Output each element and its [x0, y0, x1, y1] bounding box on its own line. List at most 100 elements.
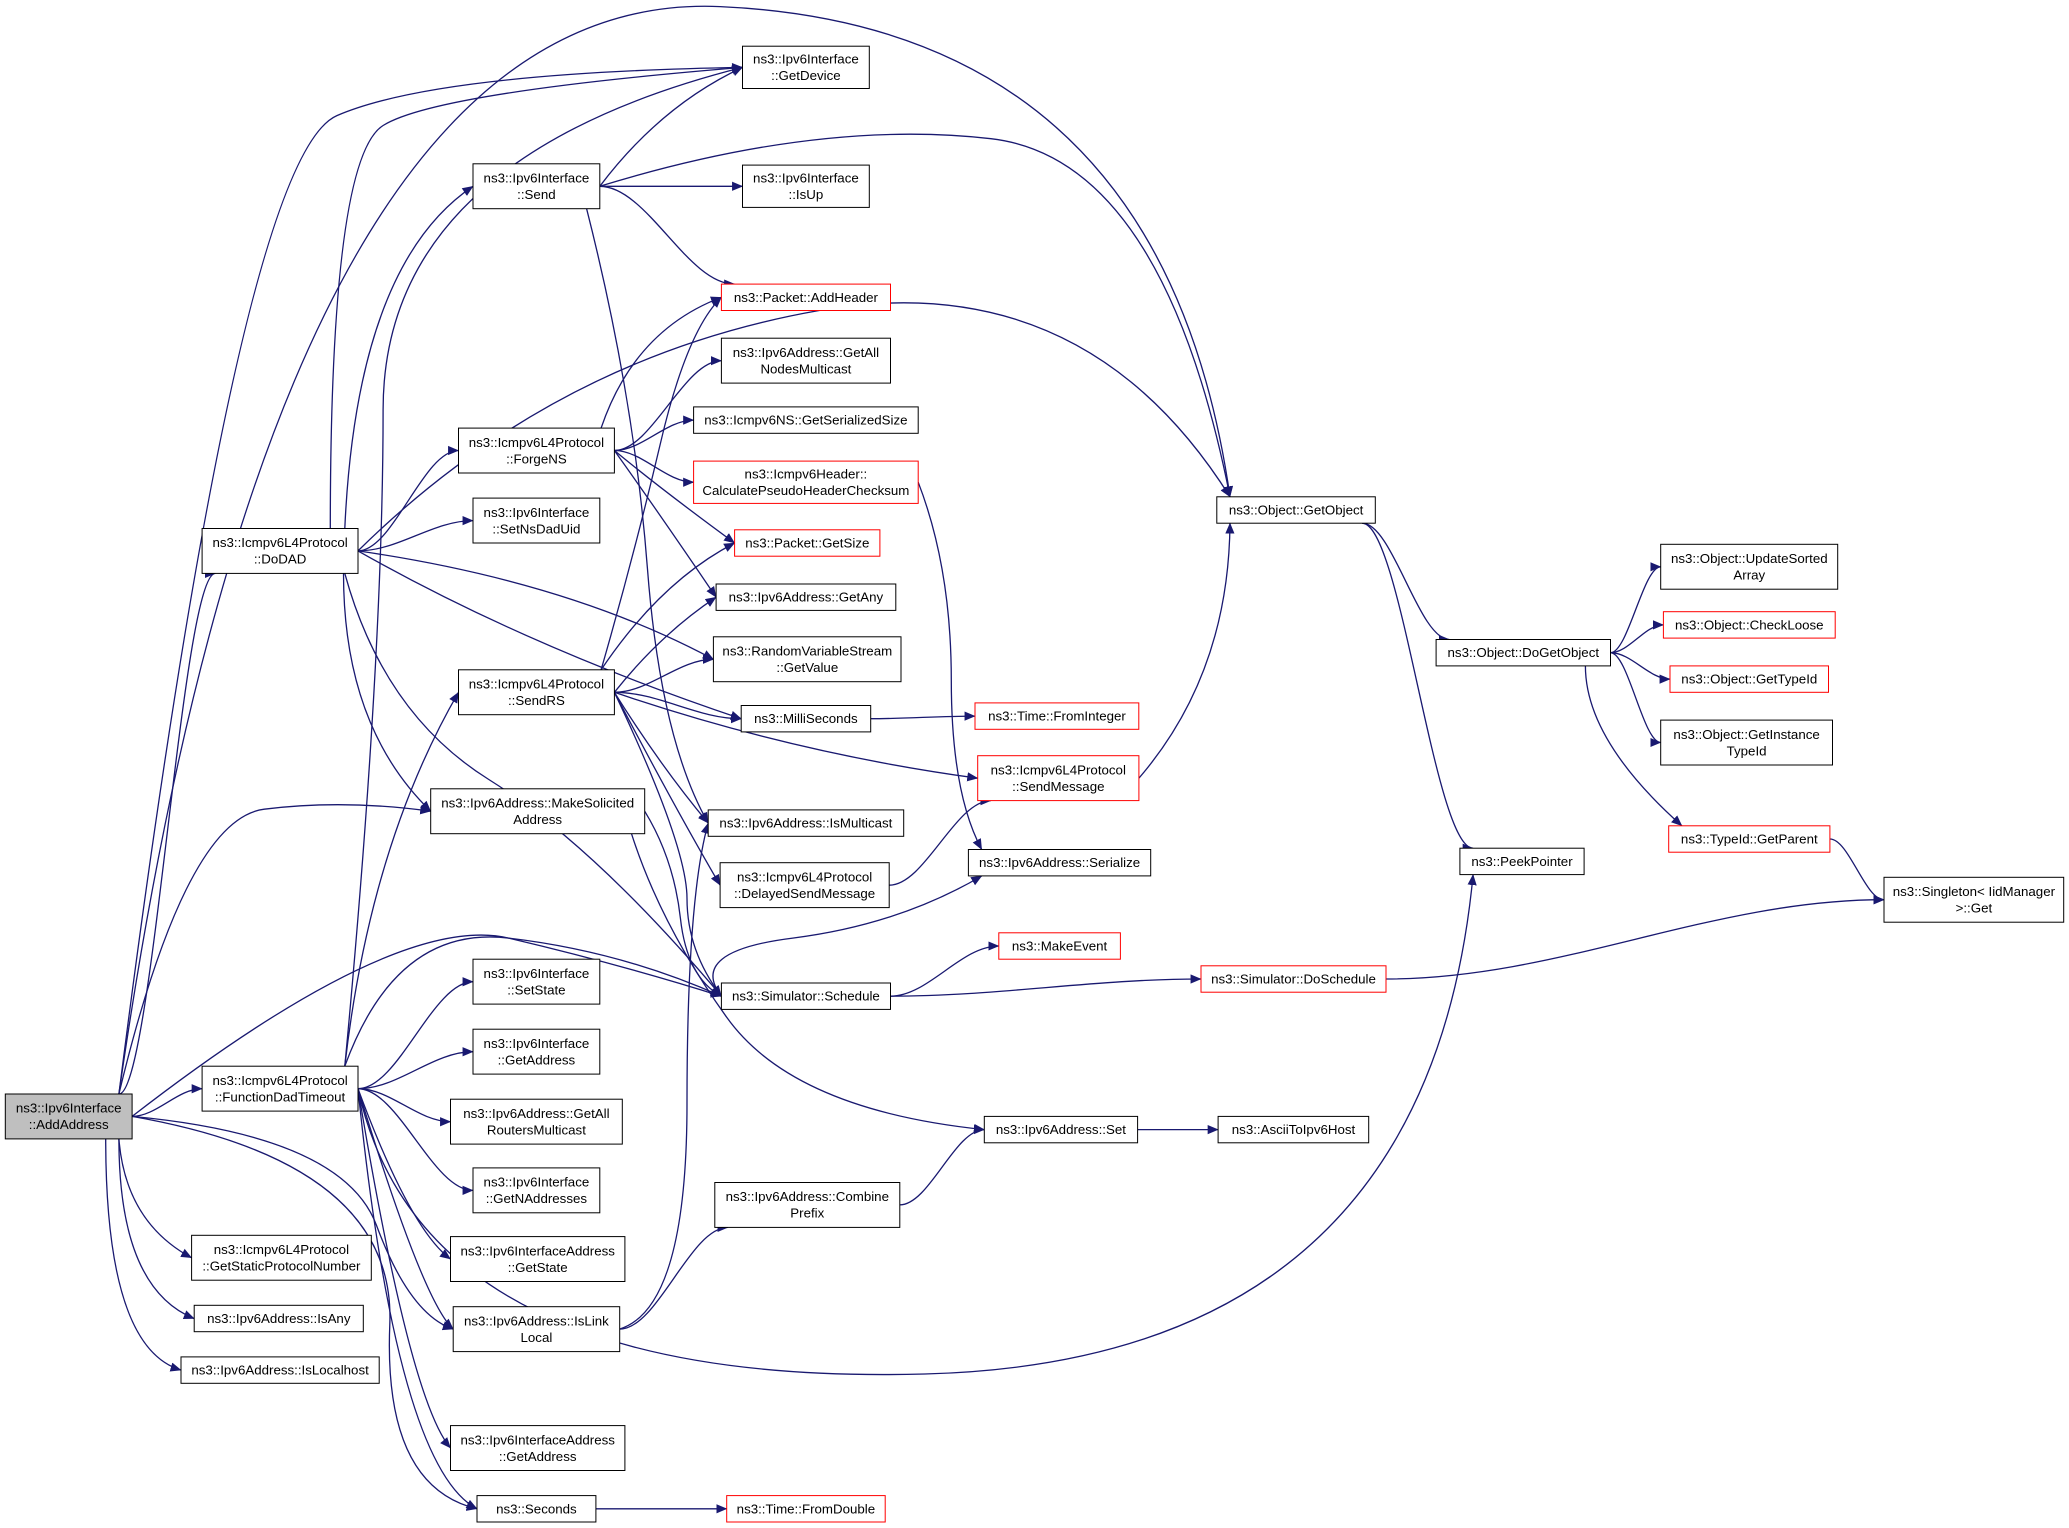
node-box-combineprefix[interactable]: [714, 1182, 901, 1228]
node-box-serialize[interactable]: [967, 849, 1152, 877]
node-box-milliseconds[interactable]: [740, 705, 872, 733]
node-iaddrgetaddress[interactable]: ns3::Ipv6InterfaceAddress::GetAddress: [450, 1425, 626, 1471]
node-box-rvsgetvalue[interactable]: [712, 636, 902, 683]
node-box-addrset[interactable]: [983, 1115, 1139, 1144]
node-fdt[interactable]: ns3::Icmpv6L4Protocol::FunctionDadTimeou…: [201, 1065, 359, 1112]
node-rvsgetvalue[interactable]: ns3::RandomVariableStream::GetValue: [712, 636, 902, 683]
node-box-getobject[interactable]: [1216, 496, 1376, 524]
node-box-getsize[interactable]: [734, 529, 881, 557]
node-getsize[interactable]: ns3::Packet::GetSize: [734, 529, 881, 557]
node-setnsdaduid[interactable]: ns3::Ipv6Interface::SetNsDadUid: [472, 497, 601, 544]
node-box-iaddrgetstate[interactable]: [450, 1236, 626, 1282]
node-dodad[interactable]: ns3::Icmpv6L4Protocol::DoDAD: [201, 528, 359, 574]
node-dogetobject[interactable]: ns3::Object::DoGetObject: [1435, 639, 1611, 667]
node-box-getdevice[interactable]: [742, 45, 870, 89]
node-box-getallrouters[interactable]: [450, 1098, 623, 1145]
node-box-getinstancetypeid[interactable]: [1660, 719, 1833, 766]
node-setstate[interactable]: ns3::Ipv6Interface::SetState: [472, 958, 601, 1005]
node-getnaddresses[interactable]: ns3::Ipv6Interface::GetNAddresses: [472, 1167, 601, 1214]
node-doschedule[interactable]: ns3::Simulator::DoSchedule: [1200, 965, 1387, 993]
node-box-root[interactable]: [4, 1093, 133, 1140]
node-isany[interactable]: ns3::Ipv6Address::IsAny: [193, 1304, 364, 1333]
node-box-updatesorted[interactable]: [1660, 543, 1839, 590]
node-box-checkloose[interactable]: [1662, 611, 1836, 639]
node-box-send[interactable]: [472, 163, 601, 210]
node-serialize[interactable]: ns3::Ipv6Address::Serialize: [967, 849, 1152, 877]
node-iaddrgetstate[interactable]: ns3::Ipv6InterfaceAddress::GetState: [450, 1236, 626, 1282]
node-box-gspn[interactable]: [191, 1234, 372, 1281]
node-peekpointer[interactable]: ns3::PeekPointer: [1459, 847, 1585, 876]
node-sendmessage[interactable]: ns3::Icmpv6L4Protocol::SendMessage: [977, 755, 1140, 802]
node-ifgetaddress[interactable]: ns3::Ipv6Interface::GetAddress: [472, 1028, 601, 1075]
node-isup[interactable]: ns3::Ipv6Interface::IsUp: [742, 164, 870, 208]
node-box-getparent[interactable]: [1668, 825, 1831, 853]
node-root[interactable]: ns3::Ipv6Interface::AddAddress: [4, 1093, 133, 1140]
node-box-addheader[interactable]: [720, 283, 892, 312]
node-box-calcpseudo[interactable]: [693, 460, 919, 504]
node-gettypeid[interactable]: ns3::Object::GetTypeId: [1669, 665, 1829, 693]
node-box-seconds[interactable]: [476, 1495, 597, 1523]
node-box-dogetobject[interactable]: [1435, 639, 1611, 667]
node-box-fdt[interactable]: [201, 1065, 359, 1112]
node-makeevent[interactable]: ns3::MakeEvent: [998, 932, 1121, 960]
node-addheader[interactable]: ns3::Packet::AddHeader: [720, 283, 892, 312]
node-box-fromdouble[interactable]: [726, 1495, 886, 1523]
node-seconds[interactable]: ns3::Seconds: [476, 1495, 597, 1523]
node-forgens[interactable]: ns3::Icmpv6L4Protocol::ForgeNS: [458, 427, 615, 474]
node-box-frominteger[interactable]: [974, 702, 1140, 730]
node-box-nsgetser[interactable]: [693, 406, 919, 434]
node-box-isany[interactable]: [193, 1304, 364, 1333]
node-fromdouble[interactable]: ns3::Time::FromDouble: [726, 1495, 886, 1523]
node-box-setstate[interactable]: [472, 958, 601, 1005]
node-getany[interactable]: ns3::Ipv6Address::GetAny: [715, 583, 897, 611]
node-box-sendrs[interactable]: [458, 669, 615, 716]
node-schedule[interactable]: ns3::Simulator::Schedule: [720, 982, 892, 1010]
node-gspn[interactable]: ns3::Icmpv6L4Protocol::GetStaticProtocol…: [191, 1234, 372, 1281]
node-box-islinklocal[interactable]: [452, 1306, 621, 1353]
node-box-isup[interactable]: [742, 164, 870, 208]
node-box-singletonget[interactable]: [1883, 876, 2065, 923]
node-box-doschedule[interactable]: [1200, 965, 1387, 993]
node-box-ifgetaddress[interactable]: [472, 1028, 601, 1075]
node-box-sendmessage[interactable]: [977, 755, 1140, 802]
node-getobject[interactable]: ns3::Object::GetObject: [1216, 496, 1376, 524]
node-box-ismulticast[interactable]: [707, 809, 905, 837]
node-box-forgens[interactable]: [458, 427, 615, 474]
node-box-schedule[interactable]: [720, 982, 892, 1010]
node-singletonget[interactable]: ns3::Singleton< IidManager>::Get: [1883, 876, 2065, 923]
node-nsgetser[interactable]: ns3::Icmpv6NS::GetSerializedSize: [693, 406, 919, 434]
node-calcpseudo[interactable]: ns3::Icmpv6Header::CalculatePseudoHeader…: [693, 460, 919, 504]
node-send[interactable]: ns3::Ipv6Interface::Send: [472, 163, 601, 210]
node-milliseconds[interactable]: ns3::MilliSeconds: [740, 705, 872, 733]
node-box-gettypeid[interactable]: [1669, 665, 1829, 693]
node-box-iaddrgetaddress[interactable]: [450, 1425, 626, 1471]
node-sendrs[interactable]: ns3::Icmpv6L4Protocol::SendRS: [458, 669, 615, 716]
node-box-getallnodes[interactable]: [720, 337, 892, 384]
node-frominteger[interactable]: ns3::Time::FromInteger: [974, 702, 1140, 730]
node-ismulticast[interactable]: ns3::Ipv6Address::IsMulticast: [707, 809, 905, 837]
node-box-delayedsend[interactable]: [719, 862, 890, 909]
node-box-peekpointer[interactable]: [1459, 847, 1585, 876]
node-asciitoipv6[interactable]: ns3::AsciiToIpv6Host: [1217, 1115, 1370, 1144]
node-box-dodad[interactable]: [201, 528, 359, 574]
node-box-getany[interactable]: [715, 583, 897, 611]
node-box-makeevent[interactable]: [998, 932, 1121, 960]
node-box-makesolicited[interactable]: [430, 788, 646, 835]
node-box-setnsdaduid[interactable]: [472, 497, 601, 544]
node-box-asciitoipv6[interactable]: [1217, 1115, 1370, 1144]
node-box-islocalhost[interactable]: [180, 1356, 380, 1384]
node-getdevice[interactable]: ns3::Ipv6Interface::GetDevice: [742, 45, 870, 89]
node-checkloose[interactable]: ns3::Object::CheckLoose: [1662, 611, 1836, 639]
node-getparent[interactable]: ns3::TypeId::GetParent: [1668, 825, 1831, 853]
node-delayedsend[interactable]: ns3::Icmpv6L4Protocol::DelayedSendMessag…: [719, 862, 890, 909]
node-islocalhost[interactable]: ns3::Ipv6Address::IsLocalhost: [180, 1356, 380, 1384]
node-box-getnaddresses[interactable]: [472, 1167, 601, 1214]
node-addrset[interactable]: ns3::Ipv6Address::Set: [983, 1115, 1139, 1144]
